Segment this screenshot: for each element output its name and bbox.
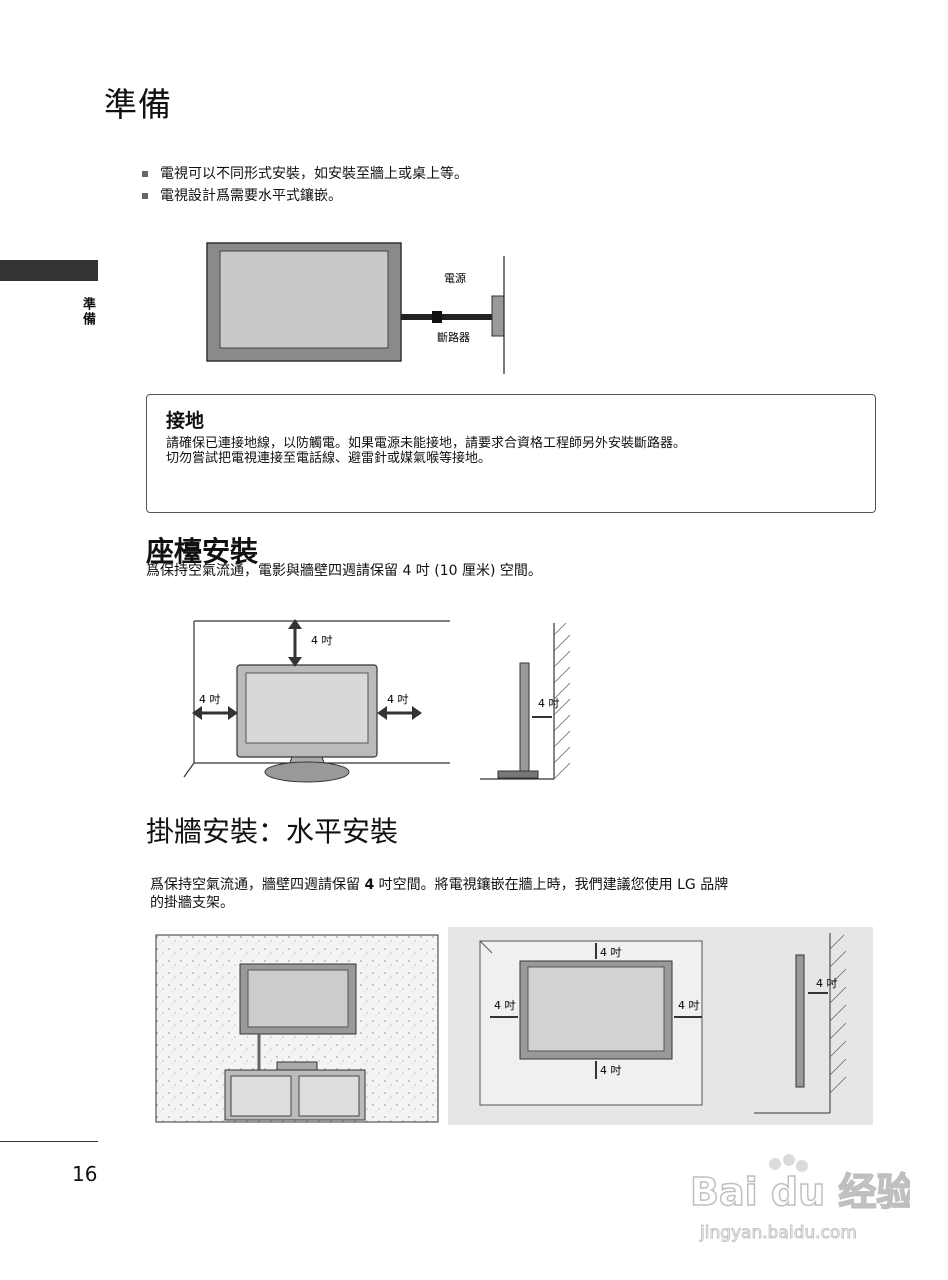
wall-hatch [829, 934, 847, 1094]
bullet-list: 電視可以不同形式安裝，如安裝至牆上或桌上等。 電視設計爲需要水平式鑲嵌。 [142, 163, 468, 207]
tv-power-figure: 電源 斷路器 [206, 242, 505, 374]
arrow-head [288, 657, 302, 667]
tv-stand-base [264, 761, 350, 783]
cabinet-door [298, 1075, 360, 1117]
power-cable [401, 314, 437, 320]
dim-label-top: 4 吋 [311, 634, 333, 647]
dim-label-right: 4 吋 [678, 999, 700, 1012]
breaker-label: 斷路器 [437, 331, 470, 344]
watermark-logo: Bai du 经验 [690, 1170, 910, 1214]
room-outline [183, 762, 195, 778]
wall-room-figure [155, 934, 439, 1123]
dim-label-side: 4 吋 [816, 977, 838, 990]
grounding-line: 請確保已連接地線，以防觸電。如果電源未能接地，請要求合資格工程師另外安裝斷路器。 [166, 436, 687, 451]
arrow-head [192, 706, 202, 720]
tv-screen [219, 250, 389, 349]
page-title: 準備 [104, 85, 172, 124]
bullet-item: 電視設計爲需要水平式鑲嵌。 [142, 185, 468, 207]
tv-screen [527, 966, 665, 1052]
dim-label-right: 4 吋 [387, 693, 409, 706]
cabinet-door [230, 1075, 292, 1117]
dim-label-bottom: 4 吋 [600, 1064, 622, 1077]
stand-clearance-figure: 4 吋 4 吋 4 吋 4 吋 [183, 619, 571, 783]
tv-screen [245, 672, 369, 744]
arrow-head [288, 619, 302, 629]
power-label: 電源 [444, 271, 466, 285]
arrow-head [228, 706, 238, 720]
arrow-head [412, 706, 422, 720]
arrow-head [377, 706, 387, 720]
dim-label-left: 4 吋 [494, 999, 516, 1012]
grounding-text: 請確保已連接地線，以防觸電。如果電源未能接地，請要求合資格工程師另外安裝斷路器。… [166, 436, 856, 466]
dim-label-left: 4 吋 [199, 693, 221, 706]
grounding-heading: 接地 [166, 410, 205, 432]
wall-outlet [491, 295, 505, 337]
dim-label-top: 4 吋 [600, 946, 622, 959]
tv-side-base [497, 770, 539, 779]
bullet-item: 電視可以不同形式安裝，如安裝至牆上或桌上等。 [142, 163, 468, 185]
dim-label-side: 4 吋 [538, 697, 560, 710]
section-tab-bar [0, 260, 98, 281]
page-number: 16 [72, 1162, 98, 1186]
wall-clearance-figure: 4 吋 4 吋 4 吋 4 吋 4 吋 [448, 927, 873, 1125]
footer-rule [0, 1141, 98, 1142]
stand-heading: 座檯安裝 [146, 535, 259, 568]
tv-side [519, 662, 530, 774]
wall-heading: 掛牆安裝：水平安裝 [146, 815, 399, 848]
grounding-notice-box [146, 394, 876, 513]
plug [432, 311, 442, 323]
watermark-url: jingyan.baidu.com [699, 1223, 857, 1243]
wall-hatch [553, 622, 571, 780]
side-section-label: 準備 [80, 297, 95, 327]
wall-text: 爲保持空氣流通，牆壁四週請保留 4 吋空間。將電視鑲嵌在牆上時，我們建議您使用 … [150, 877, 729, 911]
tv-side [795, 954, 805, 1088]
power-cable [442, 314, 492, 320]
baidu-watermark: Bai du 经验 jingyan.baidu.com [690, 1154, 910, 1244]
paw-logo [769, 1154, 808, 1172]
tv-screen [247, 969, 349, 1028]
grounding-line: 切勿嘗試把電視連接至電話線、避雷針或媒氣喉等接地。 [166, 451, 492, 466]
stand-text: 爲保持空氣流通，電影與牆壁四週請保留 4 吋 (10 厘米) 空間。 [146, 563, 542, 579]
